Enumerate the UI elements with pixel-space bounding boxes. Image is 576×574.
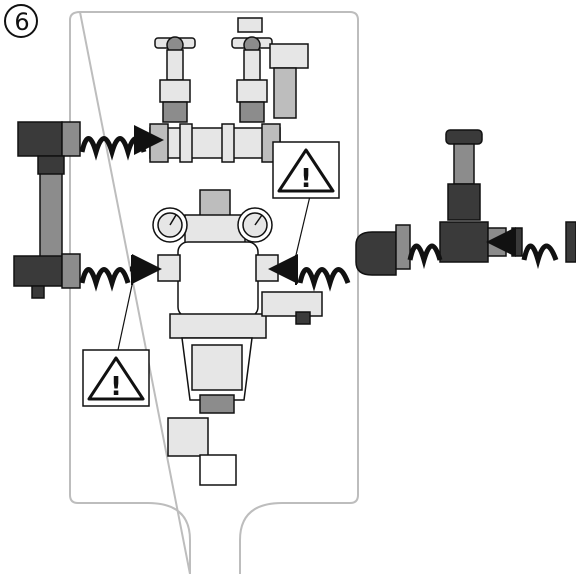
pressure-gauge-left bbox=[152, 207, 188, 243]
drain-hose-fitting bbox=[269, 43, 309, 119]
warning-symbol-left: ! bbox=[110, 372, 122, 402]
flex-hose-far-right-2 bbox=[521, 243, 559, 270]
warning-leader-left bbox=[117, 284, 133, 351]
filter-unit bbox=[167, 189, 267, 486]
step-number-circle bbox=[4, 4, 38, 38]
top-manifold bbox=[149, 123, 281, 163]
mounting-panel bbox=[69, 10, 359, 574]
step-number: 6 bbox=[14, 8, 30, 36]
top-shutoff-valve-left bbox=[154, 36, 196, 123]
flow-arrows bbox=[130, 125, 516, 284]
flex-hose-right bbox=[297, 267, 351, 292]
right-valve-assembly bbox=[355, 129, 576, 276]
flex-hose-top-left bbox=[79, 136, 147, 161]
flex-hose-far-right-1 bbox=[407, 243, 443, 270]
warning-box-right: ! bbox=[272, 141, 340, 199]
warning-leader-right bbox=[295, 195, 311, 256]
warning-symbol-right: ! bbox=[300, 164, 312, 194]
top-shutoff-valve-right bbox=[231, 17, 273, 123]
flex-hose-left bbox=[79, 267, 131, 292]
warning-box-left: ! bbox=[82, 349, 150, 407]
pressure-gauge-right bbox=[237, 207, 273, 243]
left-bypass-assembly bbox=[13, 121, 81, 299]
